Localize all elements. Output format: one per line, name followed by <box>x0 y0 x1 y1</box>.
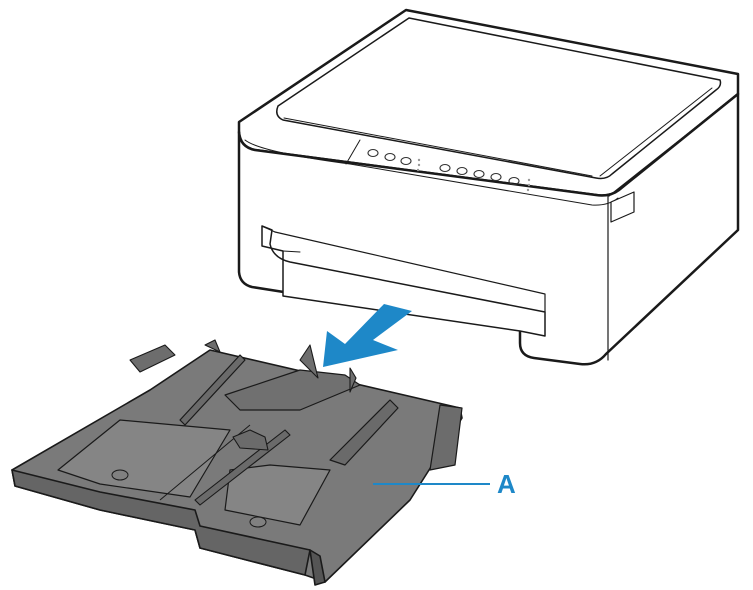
callout-label-a: A <box>497 469 516 499</box>
printer <box>237 8 740 366</box>
control-panel-buttons <box>367 148 520 186</box>
panel-indicator-icons <box>416 158 531 192</box>
pull-out-arrow-icon <box>323 304 412 367</box>
paper-cassette <box>11 339 463 586</box>
